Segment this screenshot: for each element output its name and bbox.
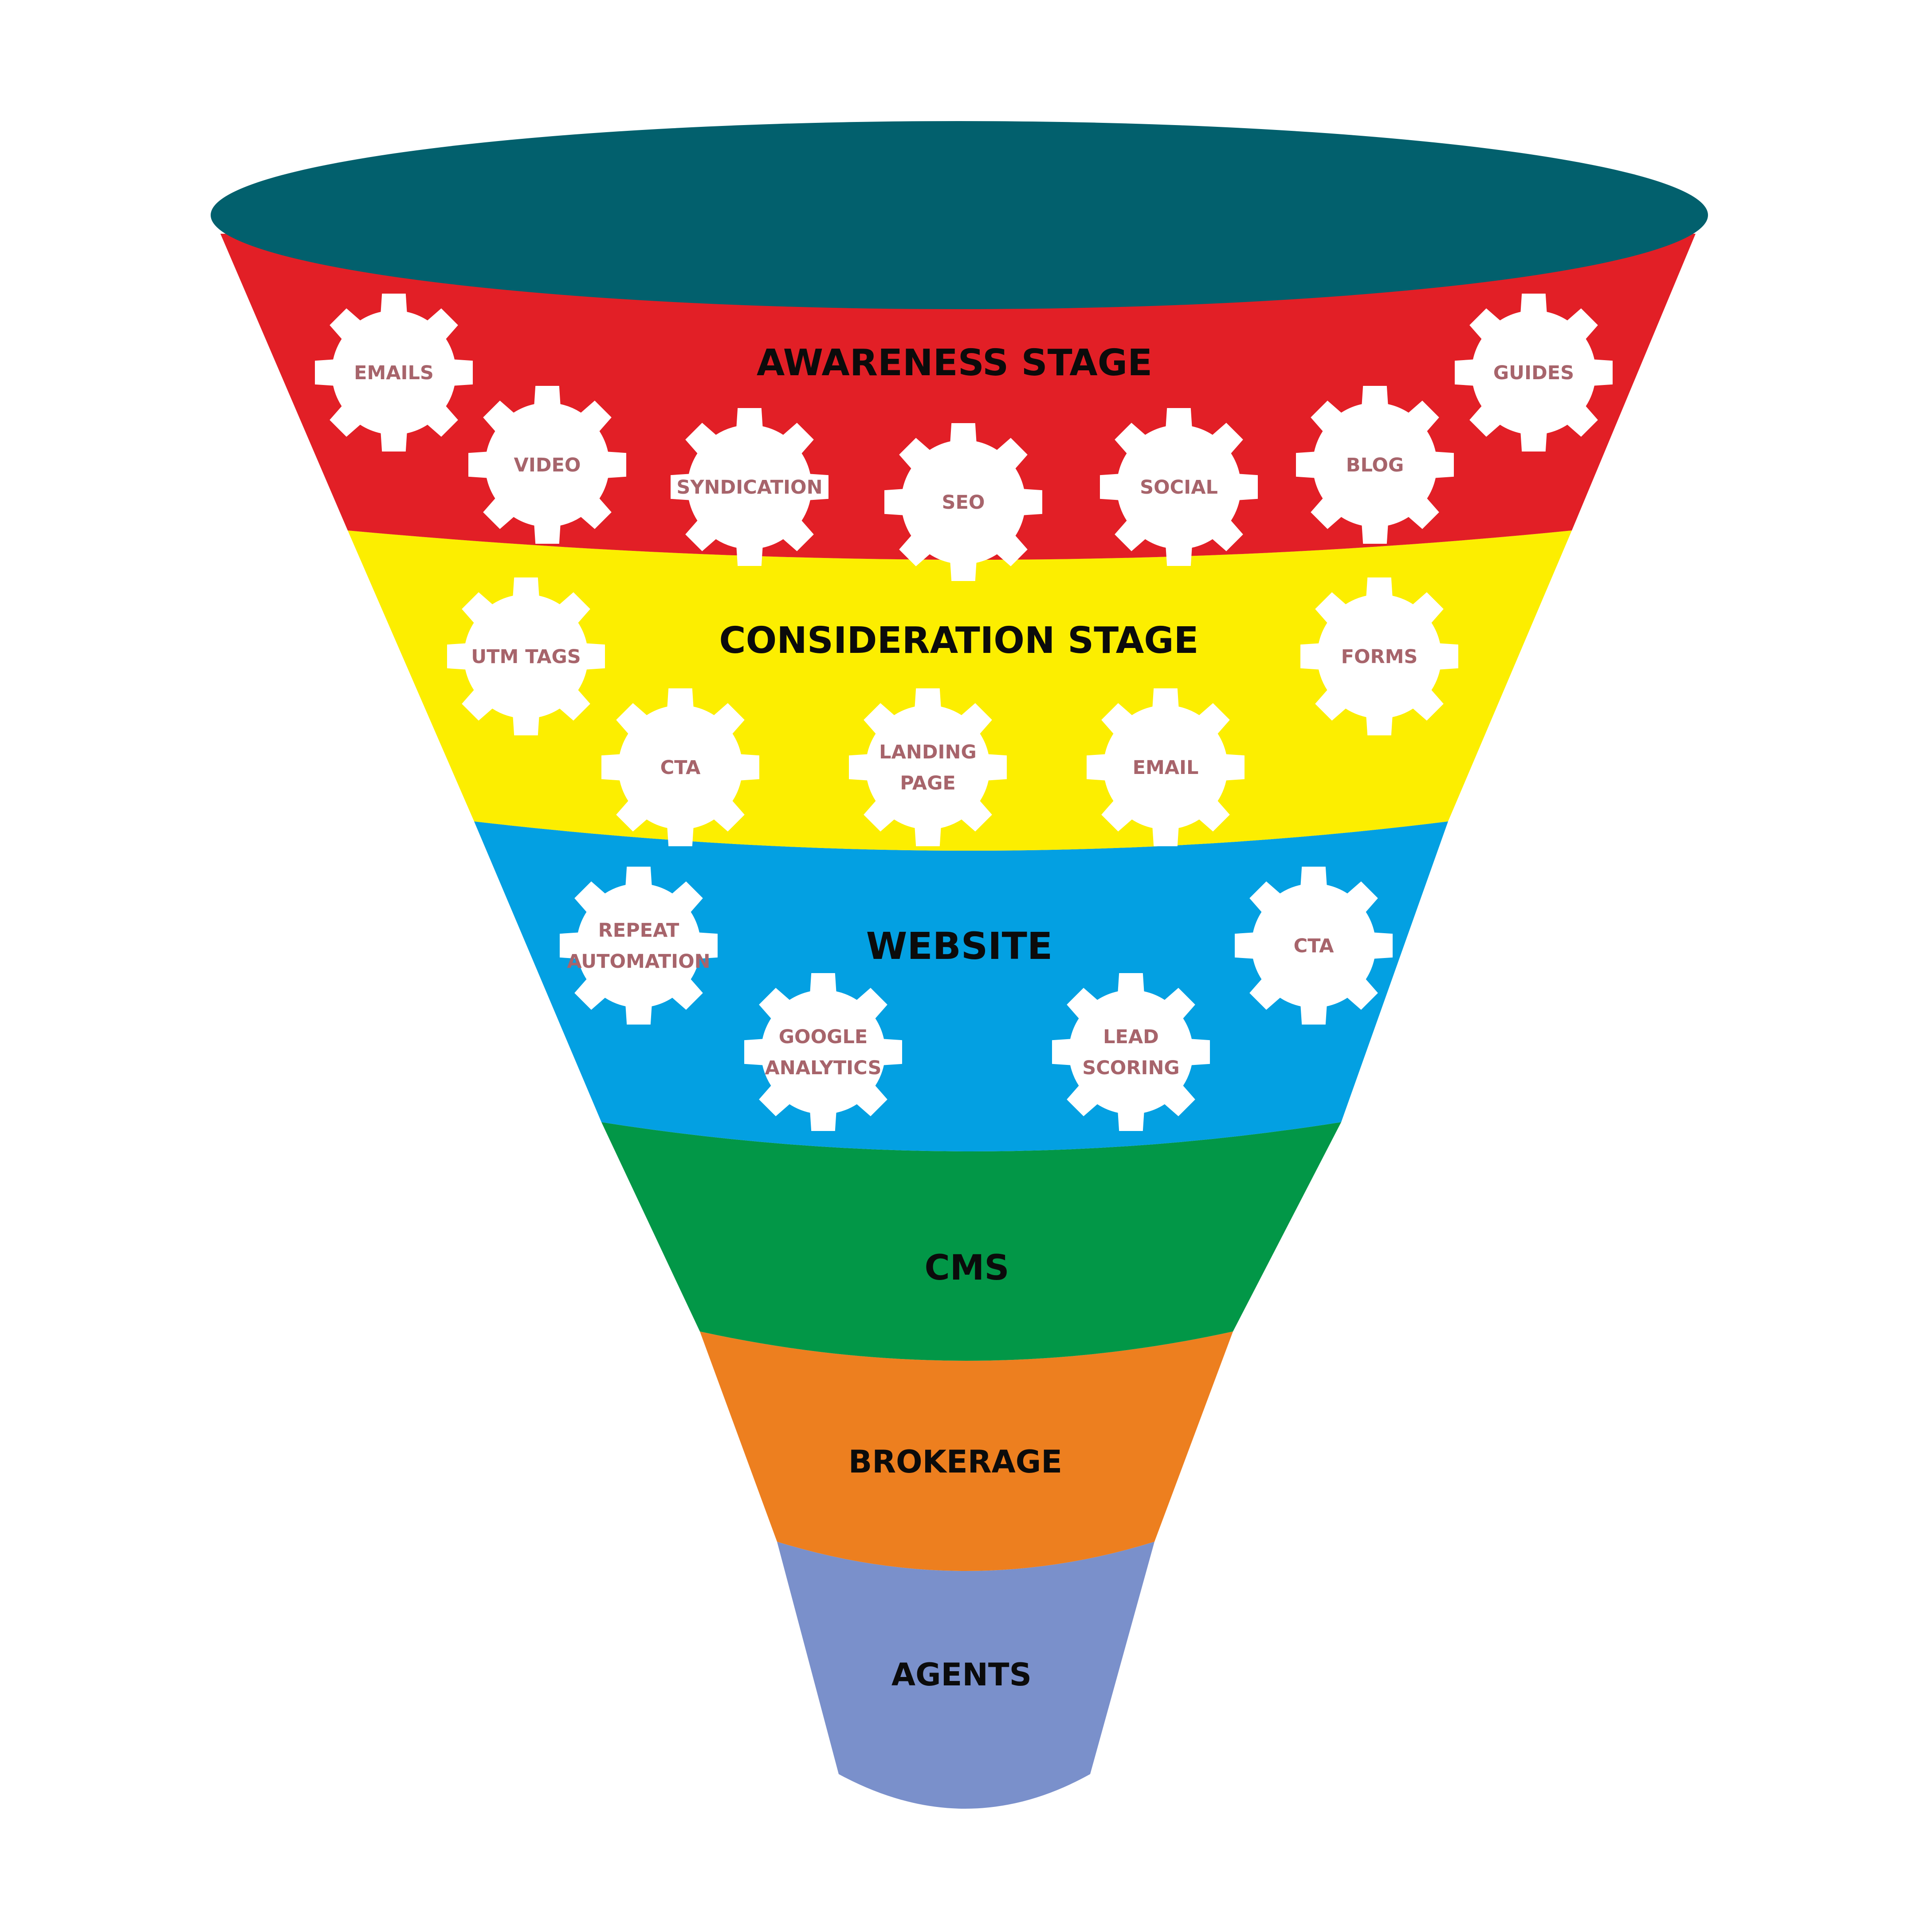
gear-icon	[1296, 386, 1454, 544]
gear-label: ANALYTICS	[765, 1057, 881, 1079]
gear-icon	[1455, 294, 1613, 452]
gear-item: BLOG	[1296, 386, 1454, 544]
gear-icon	[1100, 408, 1258, 566]
gear-icon	[1087, 688, 1245, 846]
gear-item: EMAIL	[1087, 688, 1245, 846]
cms-band	[601, 1122, 1341, 1361]
gear-item: LANDING PAGE	[849, 688, 1007, 846]
gear-item: FORMS	[1300, 577, 1458, 735]
gear-label: SYNDICATION	[676, 476, 822, 499]
gear-icon	[1300, 577, 1458, 735]
website-stage-label: WEBSITE	[866, 924, 1053, 968]
gear-label: PAGE	[900, 772, 956, 794]
gear-label: GOOGLE	[779, 1026, 868, 1048]
gear-label: CTA	[660, 757, 701, 779]
gear-label: EMAILS	[354, 362, 434, 384]
gear-icon	[671, 408, 828, 566]
gear-icon	[1235, 867, 1393, 1025]
gear-label: LANDING	[879, 741, 977, 763]
gear-item: GUIDES	[1455, 294, 1613, 452]
gear-icon	[468, 386, 626, 544]
gear-item: UTM TAGS	[447, 577, 605, 735]
awareness-stage-label: AWARENESS STAGE	[757, 342, 1152, 384]
gear-item: CTA	[1235, 867, 1393, 1025]
gear-label: UTM TAGS	[471, 646, 581, 668]
consideration-stage-label: CONSIDERATION STAGE	[719, 620, 1198, 662]
gear-label: SCORING	[1082, 1057, 1179, 1079]
gear-icon	[884, 423, 1042, 581]
gear-label: BLOG	[1346, 454, 1404, 476]
gear-label: SOCIAL	[1140, 476, 1218, 499]
gear-label: SEO	[942, 491, 985, 514]
gear-label: LEAD	[1103, 1026, 1159, 1048]
gear-item: SEO	[884, 423, 1042, 581]
gear-label: CTA	[1294, 935, 1335, 957]
gear-icon	[849, 688, 1007, 846]
brokerage-stage-label: BROKERAGE	[848, 1444, 1062, 1480]
gear-label: REPEAT	[598, 919, 679, 942]
gear-item: VIDEO	[468, 386, 626, 544]
gear-item: EMAILS	[315, 294, 473, 452]
gear-label: GUIDES	[1493, 362, 1574, 384]
gears-layer: EMAILS VIDEO SYNDICATION SEO SOCIAL BLOG GUIDE…	[315, 294, 1613, 1131]
gear-icon	[744, 973, 902, 1131]
gear-icon	[315, 294, 473, 452]
gear-item: CTA	[601, 688, 759, 846]
funnel-top-ellipse	[211, 121, 1708, 309]
website-band	[474, 821, 1448, 1151]
gear-label: FORMS	[1341, 646, 1418, 668]
gear-icon	[1052, 973, 1210, 1131]
agents-stage-label: AGENTS	[891, 1657, 1032, 1693]
gear-item: GOOGLE ANALYTICS	[744, 973, 902, 1131]
gear-item: SYNDICATION	[671, 408, 828, 566]
gear-icon	[447, 577, 605, 735]
gear-label: AUTOMATION	[567, 950, 710, 973]
gear-label: VIDEO	[514, 454, 581, 476]
gear-icon	[560, 867, 718, 1025]
gear-item: REPEAT AUTOMATION	[560, 867, 718, 1025]
gear-icon	[601, 688, 759, 846]
agents-band	[777, 1542, 1154, 1809]
gear-item: SOCIAL	[1100, 408, 1258, 566]
cms-stage-label: CMS	[924, 1248, 1009, 1288]
brokerage-band	[700, 1331, 1233, 1571]
gear-item: LEAD SCORING	[1052, 973, 1210, 1131]
gear-label: EMAIL	[1133, 757, 1199, 779]
